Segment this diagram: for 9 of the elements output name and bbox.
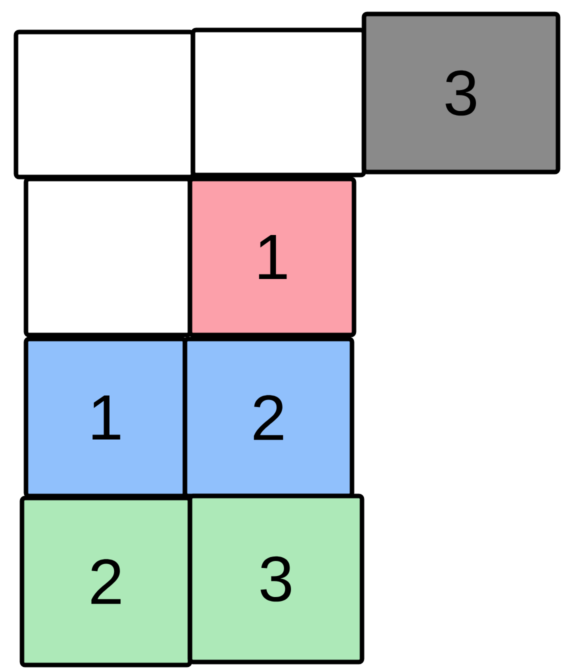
grid-cell: 3 (362, 12, 560, 174)
grid-cell (190, 28, 366, 178)
grid-cell (14, 30, 196, 180)
grid-cell: 1 (24, 336, 188, 498)
grid-cell: 1 (188, 176, 356, 338)
grid-cell: 2 (182, 336, 354, 498)
grid-cell (24, 176, 192, 338)
grid-cell: 2 (20, 496, 192, 668)
grid-cell: 3 (188, 494, 364, 664)
